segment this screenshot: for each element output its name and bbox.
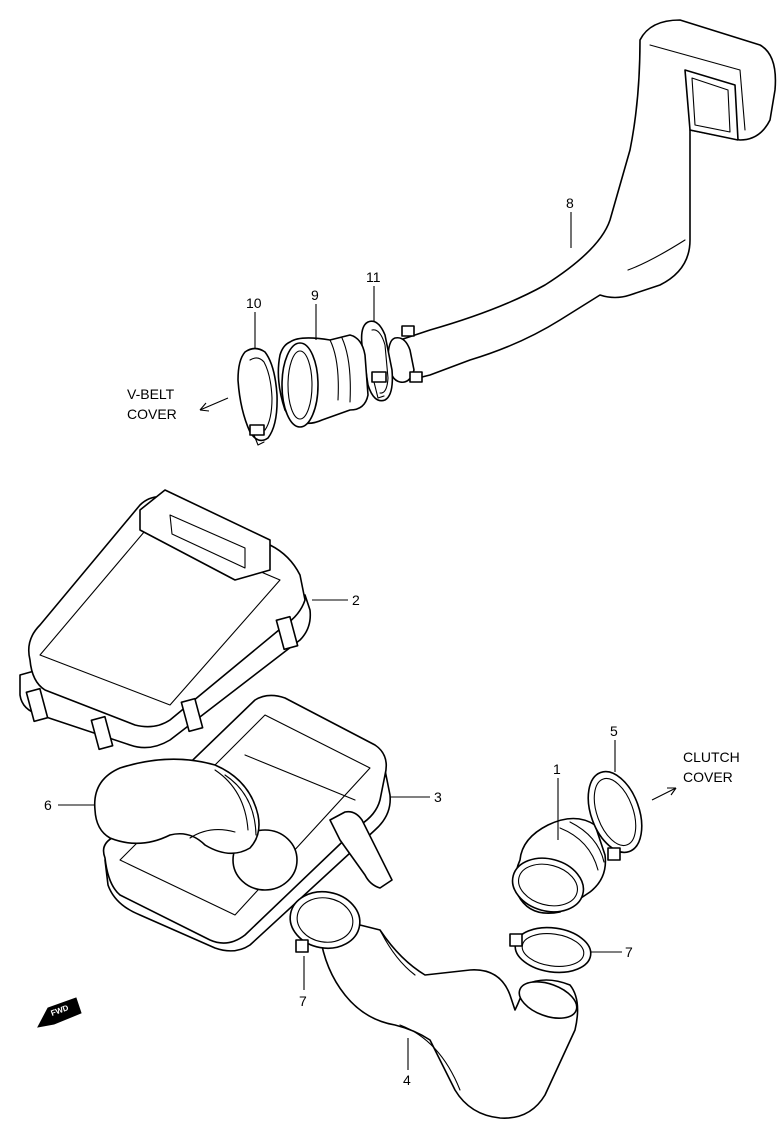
vbelt-note-line2: COVER xyxy=(127,406,177,422)
callout-2: 2 xyxy=(352,592,360,608)
clutch-arrow-icon xyxy=(651,787,677,801)
callout-4: 4 xyxy=(403,1072,411,1088)
leader-lines xyxy=(58,212,622,1070)
inlet-duct-part-6 xyxy=(93,758,260,855)
clamp-part-5 xyxy=(587,770,643,861)
callout-3: 3 xyxy=(434,789,442,805)
clutch-note-line1: CLUTCH xyxy=(683,749,740,765)
clutch-note-line2: COVER xyxy=(683,769,733,785)
connector-hose-part-1 xyxy=(511,817,607,914)
clamp-part-10 xyxy=(237,347,278,446)
callout-7-left: 7 xyxy=(299,993,307,1009)
clamp-part-11 xyxy=(360,320,394,402)
clamp-part-7-left xyxy=(289,890,361,953)
vbelt-arrow-icon xyxy=(199,397,229,412)
intake-duct-part-8 xyxy=(387,19,777,384)
callout-8: 8 xyxy=(566,195,574,211)
callout-10: 10 xyxy=(246,295,262,311)
vbelt-note-line1: V-BELT xyxy=(127,386,175,402)
clamp-part-7-right xyxy=(509,926,592,974)
callout-9: 9 xyxy=(311,287,319,303)
callout-7-right: 7 xyxy=(625,944,633,960)
fwd-arrow-icon: FWD xyxy=(37,997,82,1028)
air-cleaner-cover-part-2 xyxy=(19,489,312,751)
callout-6: 6 xyxy=(44,797,52,813)
connector-part-9 xyxy=(277,334,369,428)
callout-11: 11 xyxy=(366,269,381,285)
callout-5: 5 xyxy=(610,723,618,739)
callout-1: 1 xyxy=(553,761,561,777)
lower-duct-part-4 xyxy=(319,922,579,1119)
